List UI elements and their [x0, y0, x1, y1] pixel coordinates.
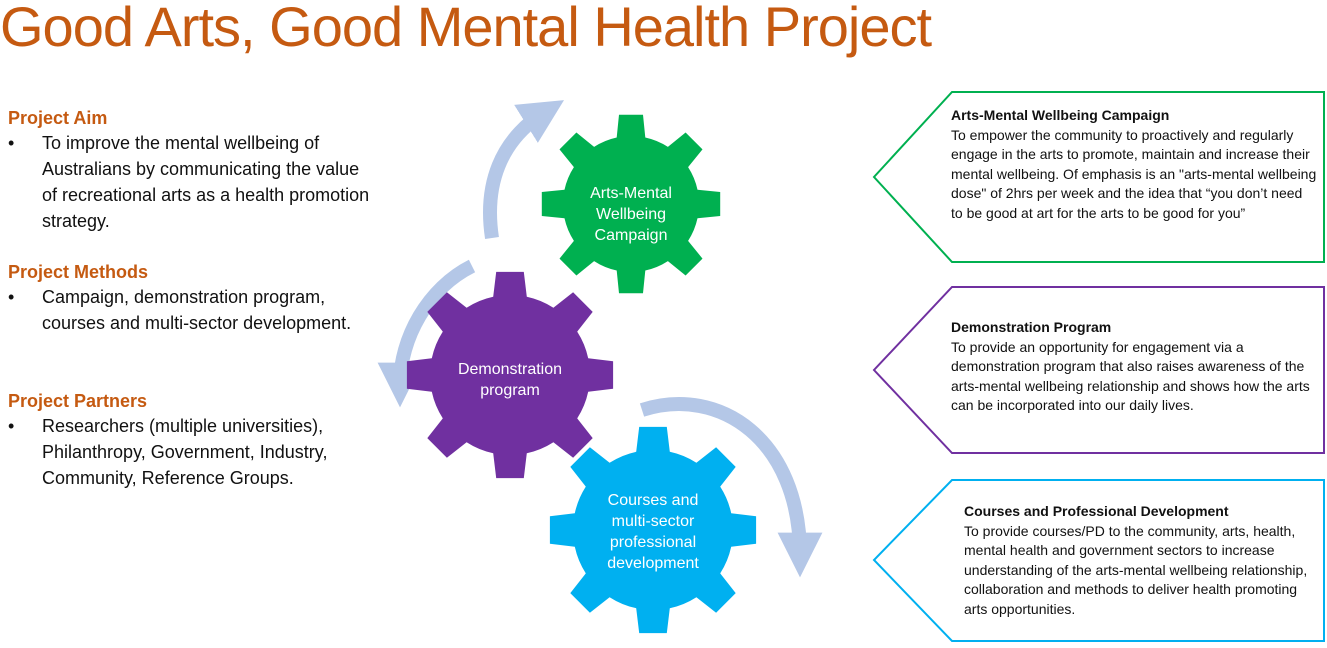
page-title: Good Arts, Good Mental Health Project	[0, 0, 932, 58]
gear-campaign	[541, 114, 721, 294]
gear-demonstration	[406, 271, 614, 479]
box-heading: Courses and Professional Development	[964, 503, 1229, 519]
box-heading: Arts-Mental Wellbeing Campaign	[951, 107, 1170, 123]
bullet-item: • Researchers (multiple universities), P…	[8, 413, 373, 491]
bullet-icon: •	[8, 416, 15, 436]
bullet-item: • To improve the mental wellbeing of Aus…	[8, 130, 373, 234]
bullet-text: Researchers (multiple universities), Phi…	[42, 416, 328, 488]
cycle-arrow-up	[483, 100, 565, 240]
description-box-outline-demonstration	[872, 286, 1325, 454]
description-box-campaign: Arts-Mental Wellbeing Campaign To empowe…	[951, 106, 1317, 223]
section-heading: Project Partners	[8, 391, 148, 411]
description-box-outline-campaign	[872, 91, 1325, 263]
gear-courses	[549, 426, 757, 634]
bullet-icon: •	[8, 133, 15, 153]
section-project-aim: Project Aim • To improve the mental well…	[8, 106, 373, 234]
box-heading: Demonstration Program	[951, 319, 1112, 335]
description-box-outline-courses	[872, 479, 1325, 642]
box-body: To provide an opportunity for engagement…	[951, 338, 1310, 414]
bullet-text: Campaign, demonstration program, courses…	[42, 287, 352, 333]
box-body: To empower the community to proactively …	[951, 126, 1317, 221]
section-heading: Project Aim	[8, 108, 108, 128]
box-body: To provide courses/PD to the community, …	[964, 522, 1308, 617]
cycle-arrow-right	[639, 397, 823, 578]
section-project-methods: Project Methods • Campaign, demonstratio…	[8, 260, 373, 336]
section-heading: Project Methods	[8, 262, 149, 282]
bullet-item: • Campaign, demonstration program, cours…	[8, 284, 373, 336]
bullet-text: To improve the mental wellbeing of Austr…	[42, 133, 370, 231]
cycle-arrow-left	[377, 259, 476, 408]
description-box-courses: Courses and Professional Development To …	[964, 502, 1314, 619]
description-box-demonstration: Demonstration Program To provide an oppo…	[951, 318, 1317, 416]
section-project-partners: Project Partners • Researchers (multiple…	[8, 389, 373, 491]
bullet-icon: •	[8, 287, 15, 307]
